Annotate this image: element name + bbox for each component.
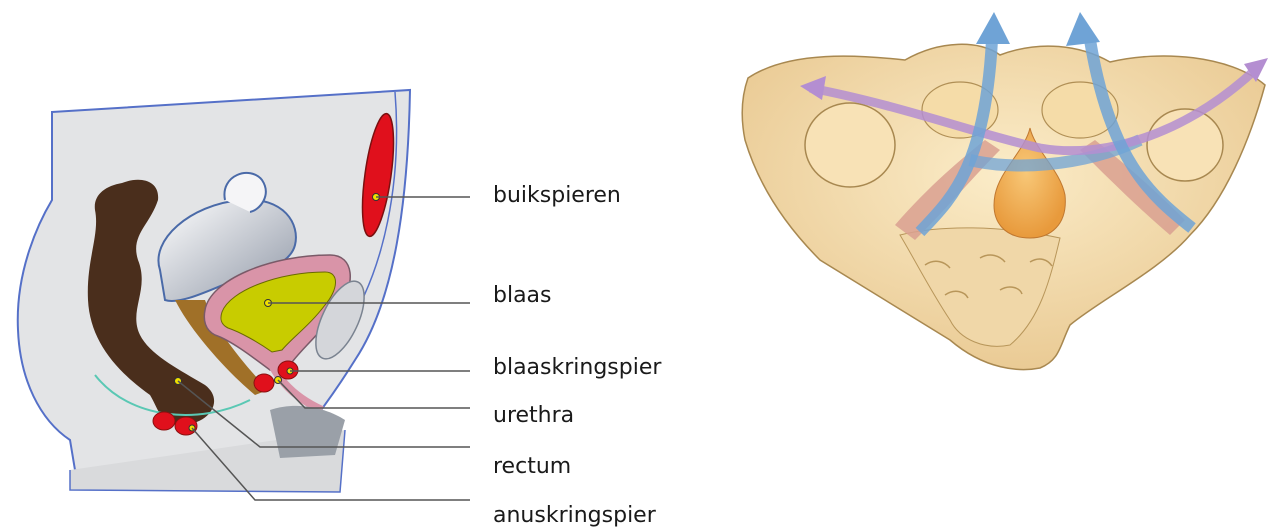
label-buikspieren: buikspieren — [493, 183, 621, 209]
perineal-body — [270, 406, 345, 458]
label-anuskringspier: anuskringspier — [493, 503, 656, 529]
left-acetabulum — [805, 103, 895, 187]
bladder-sphincter-2 — [254, 374, 274, 392]
label-urethra: urethra — [493, 403, 574, 429]
pelvis-illustration — [742, 12, 1268, 370]
anal-sphincter-left — [153, 412, 175, 430]
label-rectum: rectum — [493, 454, 571, 480]
blue-arrowhead-right — [1066, 12, 1100, 46]
label-blaaskringspier: blaaskringspier — [493, 355, 661, 381]
label-blaas: blaas — [493, 283, 552, 309]
sagittal-section — [18, 90, 470, 500]
blue-arrowhead-left — [976, 12, 1010, 44]
